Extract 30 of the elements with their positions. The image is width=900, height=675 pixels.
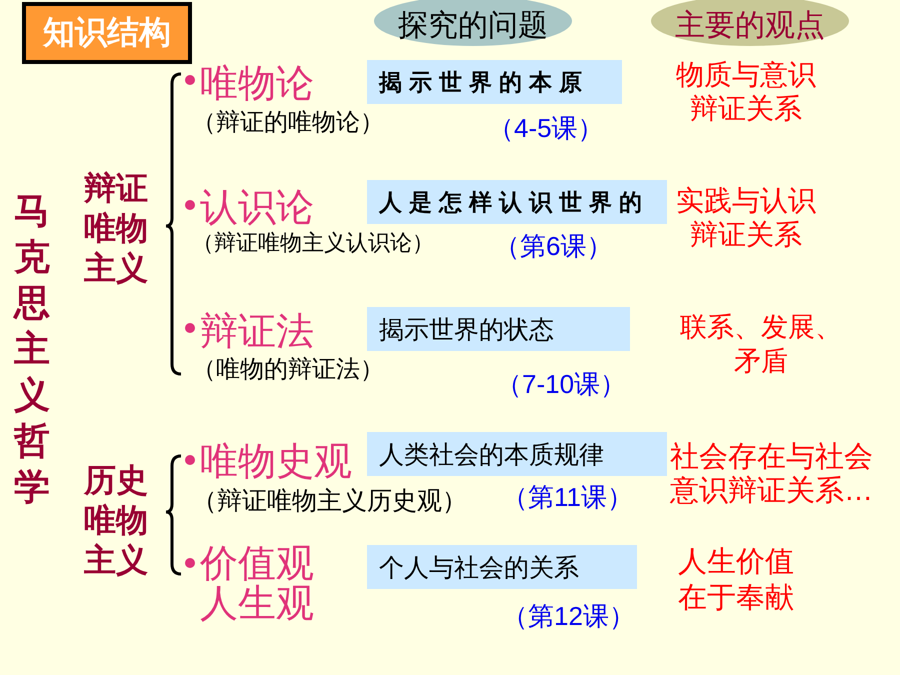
question-box: 人类社会的本质规律 — [367, 432, 667, 476]
lesson-label: （第12课） — [502, 600, 636, 632]
subtitle: （辩证唯物主义认识论） — [192, 229, 435, 257]
question-box: 揭示世界的状态 — [367, 307, 630, 351]
lesson-label: （第11课） — [502, 481, 634, 513]
topic-label: 认识论 — [200, 186, 315, 230]
lesson-label: （7-10课） — [496, 368, 628, 400]
subtitle: （唯物的辩证法） — [192, 355, 385, 385]
question-box: 个人与社会的关系 — [367, 545, 637, 589]
lesson-label: （第6课） — [494, 230, 614, 262]
viewpoint-text: 实践与认识辩证关系 — [675, 184, 817, 252]
viewpoint-text: 人生价值在于奉献 — [678, 545, 795, 616]
subtitle: （辩证的唯物论） — [192, 108, 385, 138]
topic-label: 唯物论 — [200, 62, 315, 106]
subtitle: （辩证唯物主义历史观） — [192, 486, 468, 517]
viewpoint-text: 物质与意识辩证关系 — [675, 58, 817, 126]
topic-label: 价值观人生观 — [200, 544, 315, 624]
question-box: 揭示世界的本原 — [367, 60, 622, 104]
topic-label: 辩证法 — [200, 310, 315, 354]
vertical-title: 马克思主义哲学 — [12, 189, 51, 509]
branch-label: 辩证唯物主义 — [84, 169, 149, 288]
header-ellipse: 主要的观点 — [651, 0, 849, 46]
header-ellipse: 探究的问题 — [374, 0, 572, 46]
title-box: 知识结构 — [22, 2, 192, 64]
branch-label: 历史唯物主义 — [84, 461, 149, 580]
viewpoint-text: 社会存在与社会意识辩证关系… — [670, 440, 874, 508]
question-box: 人是怎样认识世界的 — [367, 180, 667, 224]
viewpoint-text: 联系、发展、矛盾 — [679, 311, 843, 378]
lesson-label: （4-5课） — [488, 112, 605, 144]
topic-label: 唯物史观 — [200, 440, 353, 484]
